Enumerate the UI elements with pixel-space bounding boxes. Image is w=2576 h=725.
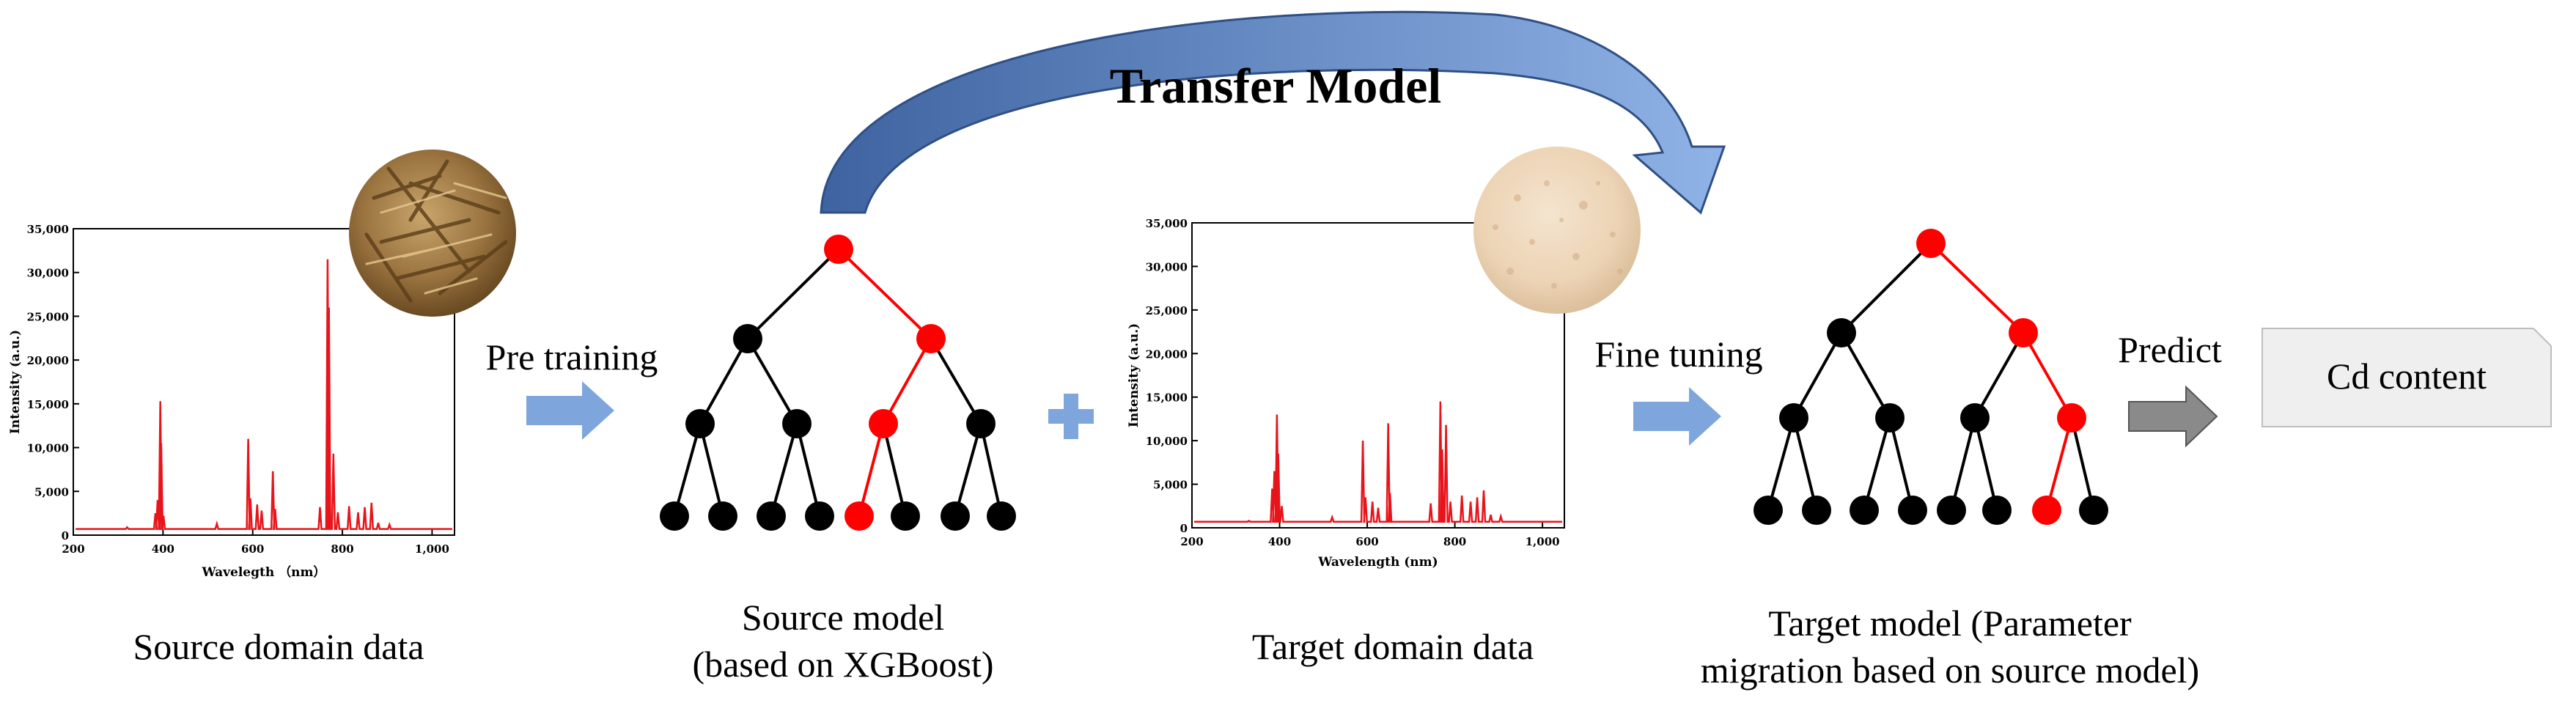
source-model-caption-line2: (based on XGBoost) — [692, 644, 994, 685]
source-y-ticks: 0 5,000 10,000 15,000 20,000 25,000 30,000 35,0… — [27, 223, 79, 542]
straw-sample-image — [349, 150, 516, 317]
source-y-tick-label: 15,000 — [27, 398, 69, 411]
source-x-tick-label: 200 — [62, 542, 84, 556]
source-x-tick-label: 600 — [241, 542, 264, 556]
source-domain-data-caption: Source domain data — [133, 626, 424, 667]
source-y-tick-label: 0 — [62, 529, 69, 542]
target-y-tick-label: 35,000 — [1146, 217, 1188, 230]
target-y-tick-label: 10,000 — [1146, 435, 1188, 448]
target-domain-data-caption: Target domain data — [1251, 626, 1534, 667]
fine-tuning-label: Fine tuning — [1594, 334, 1763, 375]
target-x-tick-label: 400 — [1268, 535, 1291, 548]
target-x-tick-label: 200 — [1180, 535, 1203, 548]
target-y-axis-label: Intensity (a.u.) — [1127, 323, 1141, 427]
pre-training-arrow — [526, 381, 614, 440]
source-y-tick-label: 25,000 — [27, 310, 69, 323]
target-spectrum-chart: 0 5,000 10,000 15,000 20,000 25,000 30,000 35,0… — [1127, 217, 1565, 570]
powder-sample-image — [1473, 147, 1641, 314]
target-y-tick-label: 0 — [1180, 522, 1188, 535]
target-x-ticks: 200 400 600 800 1,000 — [1180, 522, 1560, 548]
target-model-caption: Target model (Parameter migration based … — [1686, 600, 2214, 693]
target-model-caption-line2: migration based on source model) — [1700, 649, 2200, 691]
target-model-caption-line1: Target model (Parameter — [1768, 603, 2132, 644]
source-y-tick-label: 35,000 — [27, 223, 69, 236]
target-y-tick-label: 20,000 — [1146, 347, 1188, 361]
plus-icon — [1048, 394, 1094, 439]
target-x-tick-label: 600 — [1355, 535, 1378, 548]
target-x-tick-label: 800 — [1443, 535, 1466, 548]
cd-content-box — [2262, 328, 2552, 427]
source-y-tick-label: 20,000 — [27, 354, 69, 367]
source-x-axis-label: Wavelegth （nm） — [202, 564, 326, 580]
source-chart-frame — [73, 228, 455, 536]
target-x-axis-label: Wavelength (nm) — [1317, 555, 1438, 570]
source-x-tick-label: 400 — [152, 542, 174, 556]
source-spectrum-line — [76, 259, 452, 530]
fine-tuning-arrow — [1633, 387, 1721, 446]
target-y-ticks: 0 5,000 10,000 15,000 20,000 25,000 30,000 35,0… — [1146, 217, 1198, 535]
source-y-axis-label: Intensity (a.u.) — [8, 330, 23, 434]
target-chart-frame — [1191, 222, 1565, 529]
source-y-tick-label: 30,000 — [27, 267, 69, 280]
predict-label: Predict — [2118, 329, 2222, 370]
pre-training-label: Pre training — [485, 336, 658, 378]
source-model-caption: Source model (based on XGBoost) — [660, 594, 1026, 688]
target-x-tick-label: 1,000 — [1526, 535, 1560, 548]
cd-content-label: Cd content — [2326, 356, 2487, 397]
source-x-tick-label: 1,000 — [415, 542, 449, 556]
source-y-tick-label: 10,000 — [27, 442, 69, 455]
target-y-tick-label: 25,000 — [1146, 304, 1188, 317]
source-spectrum-chart: 0 5,000 10,000 15,000 20,000 25,000 30,000 35,0… — [8, 223, 455, 580]
transfer-model-title: Transfer Model — [1109, 58, 1442, 114]
target-y-tick-label: 5,000 — [1153, 479, 1188, 492]
target-y-tick-label: 15,000 — [1146, 391, 1188, 405]
target-spectrum-line — [1194, 401, 1562, 523]
source-y-tick-label: 5,000 — [34, 485, 69, 498]
source-model-caption-line1: Source model — [741, 597, 945, 638]
source-x-tick-label: 800 — [331, 542, 353, 556]
predict-arrow — [2128, 385, 2218, 448]
source-x-ticks: 200 400 600 800 1,000 — [62, 529, 449, 556]
transfer-curved-arrow — [820, 10, 1726, 215]
source-model-tree — [660, 235, 1016, 531]
target-y-tick-label: 30,000 — [1146, 260, 1188, 273]
target-model-tree — [1753, 229, 2108, 525]
